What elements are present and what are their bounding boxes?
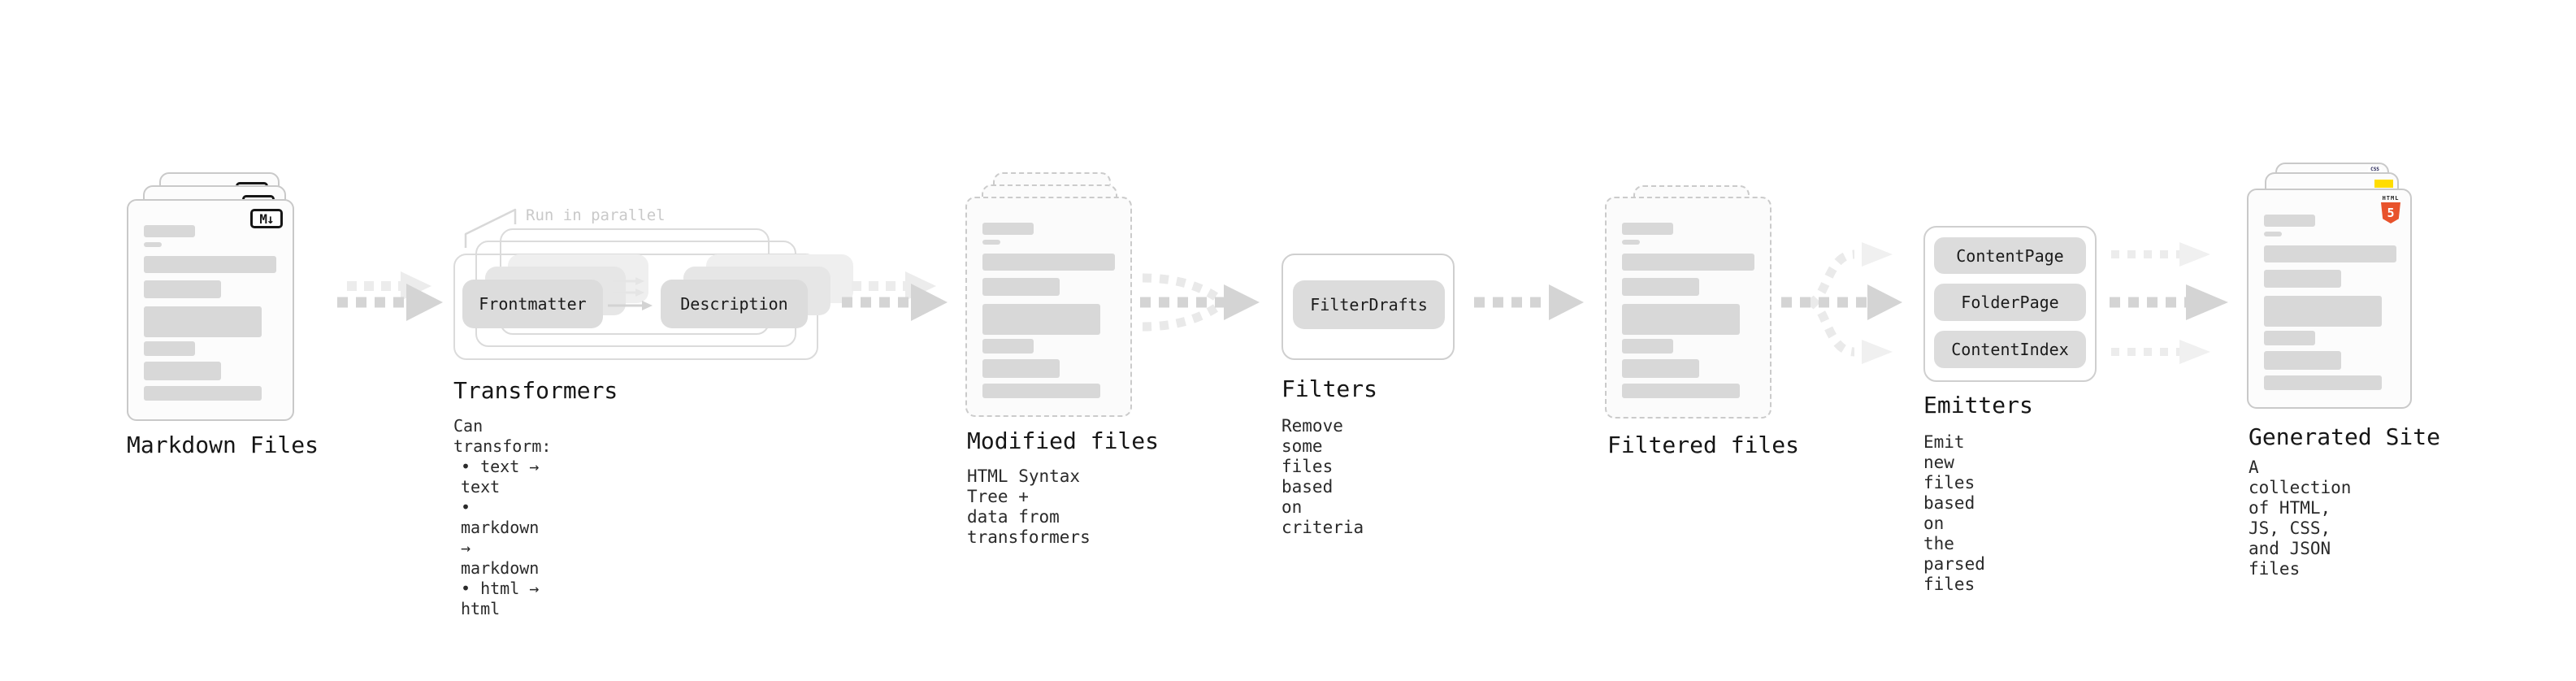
doc-line xyxy=(144,362,221,380)
desc-item: • html → html xyxy=(461,579,540,618)
css-badge-label: CSS xyxy=(2370,167,2379,172)
modified-files-title: Modified files xyxy=(967,427,1160,454)
filters-subtitle: Remove some files based on criteria xyxy=(1281,416,1364,537)
doc-line xyxy=(1622,223,1673,235)
file-card-front xyxy=(965,197,1132,417)
doc-line xyxy=(1622,304,1740,335)
arrow-filtered-to-emitters-icon xyxy=(1781,242,1902,364)
emitters-subtitle: Emit new files based on the parsed files xyxy=(1923,432,1985,594)
desc-item: • text → text xyxy=(461,457,540,497)
doc-line xyxy=(2264,270,2341,288)
filtered-files-title: Filtered files xyxy=(1607,432,1800,458)
doc-line xyxy=(2264,232,2282,236)
arrow-markdown-to-transformers-icon xyxy=(337,271,443,321)
doc-line xyxy=(982,359,1060,378)
filter-node-filterdrafts: FilterDrafts xyxy=(1293,280,1445,329)
filters-title: Filters xyxy=(1281,375,1378,402)
doc-line xyxy=(1622,384,1740,398)
modified-files-subtitle: HTML Syntax Tree + data from transformer… xyxy=(967,466,1091,547)
parallel-arrows-icon xyxy=(608,277,653,310)
doc-line xyxy=(144,306,262,337)
doc-line xyxy=(1622,254,1754,271)
file-card-front: M↓ xyxy=(127,199,294,421)
arrow-modified-to-filters-icon xyxy=(1140,273,1260,332)
doc-line xyxy=(2264,245,2396,262)
doc-line xyxy=(982,278,1060,296)
run-in-parallel-note: Run in parallel xyxy=(526,206,666,224)
html5-icon: HTML 5 xyxy=(2380,195,2401,223)
doc-line xyxy=(2264,351,2341,370)
doc-line xyxy=(982,223,1034,235)
generated-site-subtitle: A collection of HTML, JS, CSS, and JSON … xyxy=(2249,458,2352,579)
doc-line xyxy=(1622,359,1699,378)
emitters-title: Emitters xyxy=(1923,392,2033,419)
desc-item: • markdown → markdown xyxy=(461,497,540,578)
doc-line xyxy=(982,339,1034,354)
transformer-node-description: Description xyxy=(661,280,808,328)
emitter-node-contentpage: ContentPage xyxy=(1934,237,2086,274)
desc-heading: Can transform: xyxy=(453,416,552,456)
doc-line xyxy=(2264,375,2382,390)
js-badge xyxy=(2374,180,2393,188)
transformers-description: Can transform: • text → text • markdown … xyxy=(453,416,551,619)
file-card-front xyxy=(1605,197,1772,419)
doc-line xyxy=(982,384,1100,398)
doc-line xyxy=(1622,278,1699,296)
doc-line xyxy=(144,225,195,237)
doc-line xyxy=(982,254,1115,271)
doc-line xyxy=(144,386,262,401)
doc-line xyxy=(2264,215,2315,227)
doc-line xyxy=(1622,339,1673,354)
html5-shield: 5 xyxy=(2381,202,2400,223)
html5-label: HTML xyxy=(2382,195,2400,202)
emitter-node-contentindex: ContentIndex xyxy=(1934,331,2086,368)
doc-line xyxy=(144,256,276,273)
emitter-node-folderpage: FolderPage xyxy=(1934,284,2086,321)
transformers-title: Transformers xyxy=(453,377,618,404)
doc-line xyxy=(2264,296,2382,327)
file-card-front: HTML 5 xyxy=(2247,189,2412,409)
markdown-icon: M↓ xyxy=(250,209,283,228)
note-leader-line xyxy=(464,208,517,248)
arrow-emitters-to-generated-icon xyxy=(2110,242,2228,364)
doc-line xyxy=(144,341,195,356)
arrow-filters-to-filtered-icon xyxy=(1474,284,1584,320)
doc-line xyxy=(1622,240,1640,245)
doc-line xyxy=(2264,331,2315,345)
doc-line xyxy=(982,240,1000,245)
arrow-transformers-to-modified-icon xyxy=(842,271,948,321)
transformer-node-frontmatter: Frontmatter xyxy=(462,280,603,328)
doc-line xyxy=(982,304,1100,335)
doc-line xyxy=(144,280,221,298)
generated-site-title: Generated Site xyxy=(2249,423,2441,450)
markdown-files-title: Markdown Files xyxy=(127,432,319,458)
doc-line xyxy=(144,242,162,247)
